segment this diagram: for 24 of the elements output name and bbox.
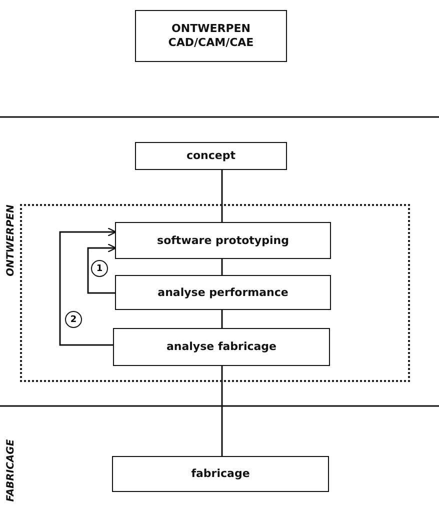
connector (221, 310, 223, 328)
process-box (115, 222, 331, 259)
box-text: fabricage (191, 467, 250, 481)
connector (59, 227, 116, 346)
process-box (113, 328, 330, 366)
connector (221, 366, 223, 456)
process-box (115, 275, 331, 310)
connector (221, 259, 223, 275)
box-text: CAD/CAM/CAE (168, 36, 254, 50)
process-box (135, 10, 287, 62)
section-label: FABRICAGE (6, 438, 17, 502)
box-text: ONTWERPEN (172, 22, 250, 36)
circled-number: 1 (91, 260, 108, 277)
connector (87, 243, 116, 294)
connector (221, 170, 223, 222)
box-text: software prototyping (157, 234, 289, 248)
dotted-group-frame (20, 204, 410, 382)
section-label: ONTWERPEN (5, 204, 16, 276)
box-text: concept (186, 149, 236, 163)
box-text: analyse fabricage (166, 340, 276, 354)
process-box (135, 142, 287, 170)
circled-number: 2 (65, 311, 82, 328)
box-text: analyse performance (158, 286, 288, 300)
process-box (112, 456, 329, 492)
